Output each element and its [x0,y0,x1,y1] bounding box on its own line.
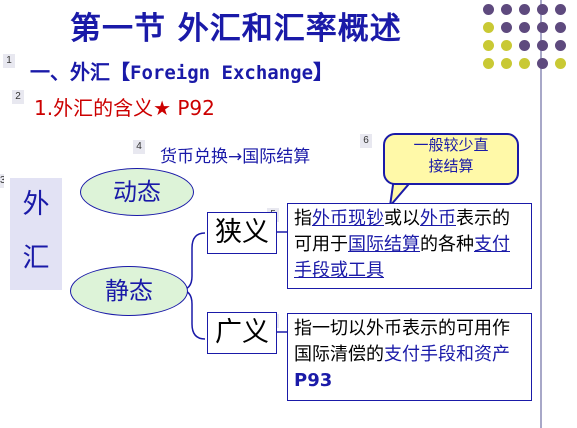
static-ellipse: 静态 [70,266,188,316]
dot [519,22,530,33]
subsection-heading: 1.外汇的含义★ P92 [34,96,215,120]
def-keyword: 外币现钞 [312,208,384,229]
narrow-box: 狭义 [207,212,277,254]
def-keyword: 支付手段和资产 [384,344,510,365]
def-text: 表示的可用于 [294,208,510,255]
page-ref: P93 [294,370,333,391]
dot [555,58,566,69]
callout-line: 一般较少直 [413,136,489,154]
dot [519,4,530,15]
dot [501,40,512,51]
dot [519,40,530,51]
section-heading: 一、外汇【Foreign Exchange】 [30,56,333,85]
callout-line: 接结算 [428,157,474,175]
def-keyword: 支付手段或工具 [294,234,510,281]
waihui-char: 外 [22,189,50,220]
dot [555,22,566,33]
dot [519,58,530,69]
section-suffix: 】 [313,60,334,84]
item-number: 2 [12,90,24,104]
decorative-dot-grid [483,4,573,84]
waihui-box: 外 汇 [10,178,62,290]
dot [537,40,548,51]
dot [501,4,512,15]
section-prefix: 一、外汇【 [30,60,130,84]
divider-line [540,0,542,428]
item-number: 1 [3,54,15,68]
def-keyword: 外币 [420,208,456,229]
dot [537,58,548,69]
dot [483,22,494,33]
dot [555,40,566,51]
def-text: 的各种 [420,234,474,255]
dot [501,58,512,69]
item-number: 3 [0,174,4,188]
page-title: 第一节 外汇和汇率概述 [70,11,402,47]
item-number: 6 [360,134,372,148]
item-number: 4 [133,140,145,154]
broad-definition: 指一切以外币表示的可用作国际清偿的支付手段和资产 P93 [287,313,532,401]
broad-box: 广义 [207,312,277,354]
callout-tail-shape [388,178,416,208]
dot [483,4,494,15]
dynamic-ellipse: 动态 [80,168,194,216]
dot [501,22,512,33]
exchange-line: 货币兑换→国际结算 [160,147,311,167]
dot [555,4,566,15]
dot [483,58,494,69]
def-text: 指一切以外币表示的可用作国际清偿的 [294,318,510,365]
dot [537,22,548,33]
def-keyword: 国际结算 [348,234,420,255]
waihui-char: 汇 [22,243,50,274]
dot [537,4,548,15]
callout-bubble: 一般较少直 接结算 [383,133,519,185]
section-english: Foreign Exchange [130,62,314,84]
def-text: 指 [294,208,312,229]
dot [483,40,494,51]
def-text: 或以 [384,208,420,229]
narrow-definition: 指外币现钞或以外币表示的可用于国际结算的各种支付手段或工具 [287,203,532,289]
